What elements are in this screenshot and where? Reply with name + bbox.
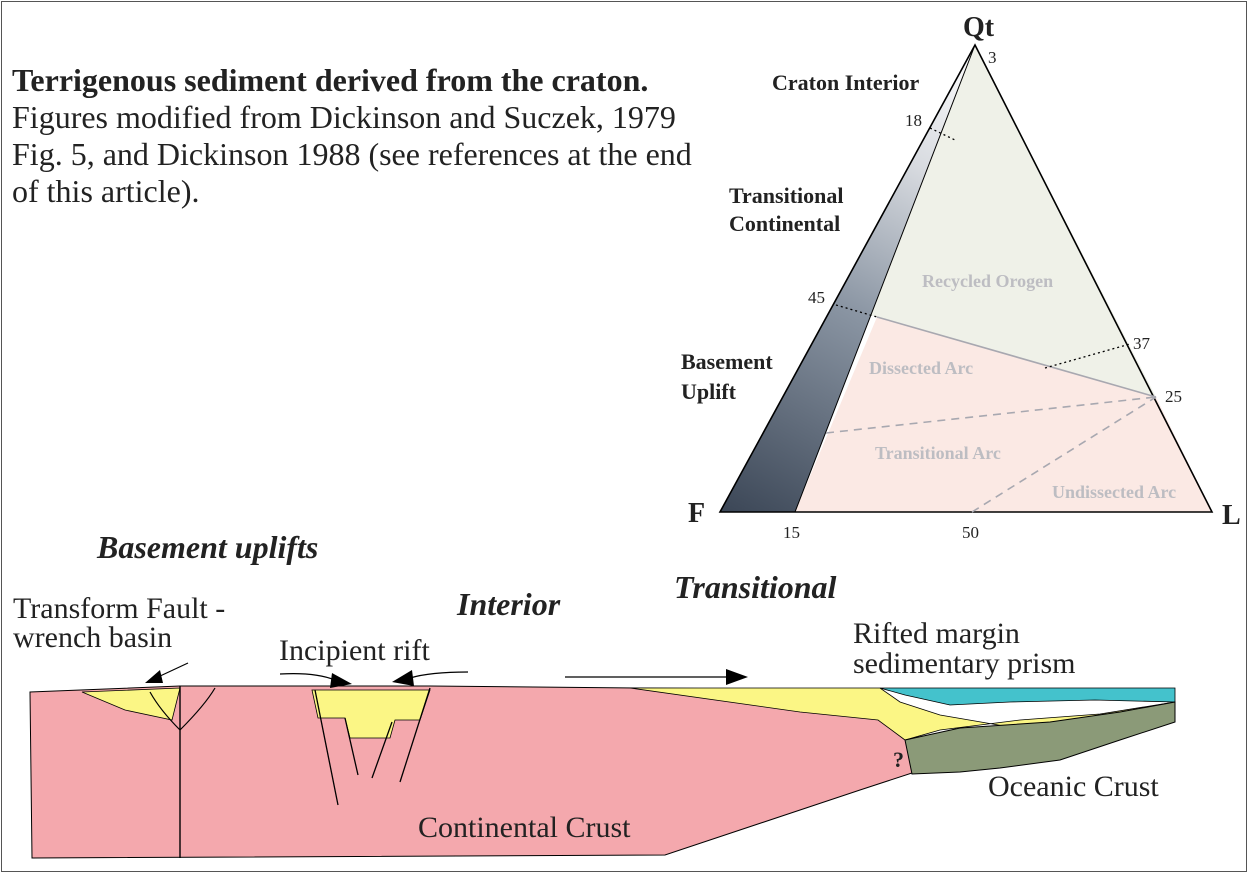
ternary-diagram: Qt F L 3 18 45 37 25 15 50 Craton Interi… [681, 12, 1241, 542]
label-interior: Interior [456, 586, 561, 622]
arrow-transitional-head [726, 669, 748, 685]
arc-orogen-boundary [876, 316, 1157, 398]
caption-body: Figures modified from Dickinson and Sucz… [12, 99, 692, 209]
oceanic-crust [904, 701, 1176, 775]
ternary-outline [718, 43, 1214, 513]
sediment-left [81, 687, 181, 721]
tick-37: 37 [1133, 334, 1151, 353]
arrow-rift-left [409, 671, 469, 679]
dotted-line-45 [835, 304, 878, 318]
label-question-mark: ? [893, 747, 904, 772]
label-sedimentary-prism: sedimentary prism [853, 647, 1075, 680]
arrow-rift-right-head [330, 673, 352, 688]
tick-50: 50 [962, 523, 979, 542]
tick-18: 18 [905, 111, 922, 130]
caption-title: Terrigenous sediment derived from the cr… [12, 62, 649, 98]
field-label-transitional-arc: Transitional Arc [875, 443, 1001, 463]
label-basement-uplifts: Basement uplifts [96, 529, 318, 565]
tick-25: 25 [1165, 387, 1182, 406]
label-continental-crust: Continental Crust [418, 811, 631, 844]
vertex-qt: Qt [963, 12, 995, 43]
arrow-rift-right [279, 673, 336, 681]
tick-3: 3 [988, 48, 997, 67]
tick-45: 45 [808, 288, 825, 307]
field-label-recycled-orogen: Recycled Orogen [922, 271, 1053, 291]
label-transform-fault: Transform Fault - [13, 592, 225, 625]
arrow-rift-left-head [392, 670, 414, 686]
label-rifted-margin: Rifted margin [853, 617, 1020, 650]
vertex-l: L [1222, 500, 1241, 531]
label-craton-interior: Craton Interior [772, 70, 919, 95]
tick-15: 15 [783, 523, 800, 542]
label-continental: Continental [729, 211, 840, 236]
rift-fault-2 [344, 717, 359, 776]
field-label-dissected-arc: Dissected Arc [869, 358, 973, 378]
field-arc [795, 317, 1212, 512]
label-incipient-rift: Incipient rift [279, 634, 430, 667]
label-transitional-section: Transitional [674, 569, 837, 605]
rift-fault-3 [371, 721, 393, 779]
transform-fault-splay-a [179, 687, 216, 731]
field-recycled-orogen [835, 45, 1156, 397]
arrow-transform-head [145, 670, 163, 683]
rift-fault-1 [314, 689, 339, 806]
label-basement: Basement [681, 349, 773, 374]
arrow-transform [157, 662, 189, 678]
transform-fault-splay-b [149, 691, 181, 731]
caption: Terrigenous sediment derived from the cr… [12, 62, 712, 210]
label-wrench-basin: wrench basin [13, 621, 172, 654]
label-oceanic-crust: Oceanic Crust [988, 770, 1159, 803]
label-uplift: Uplift [681, 379, 737, 404]
rift-fault-4 [399, 687, 431, 783]
field-label-undissected-arc: Undissected Arc [1052, 482, 1176, 502]
ocean-water [879, 687, 1176, 706]
cross-section: Basement uplifts Interior Transitional T… [13, 529, 1176, 859]
label-transitional: Transitional [729, 183, 844, 208]
vertex-f: F [688, 498, 705, 529]
